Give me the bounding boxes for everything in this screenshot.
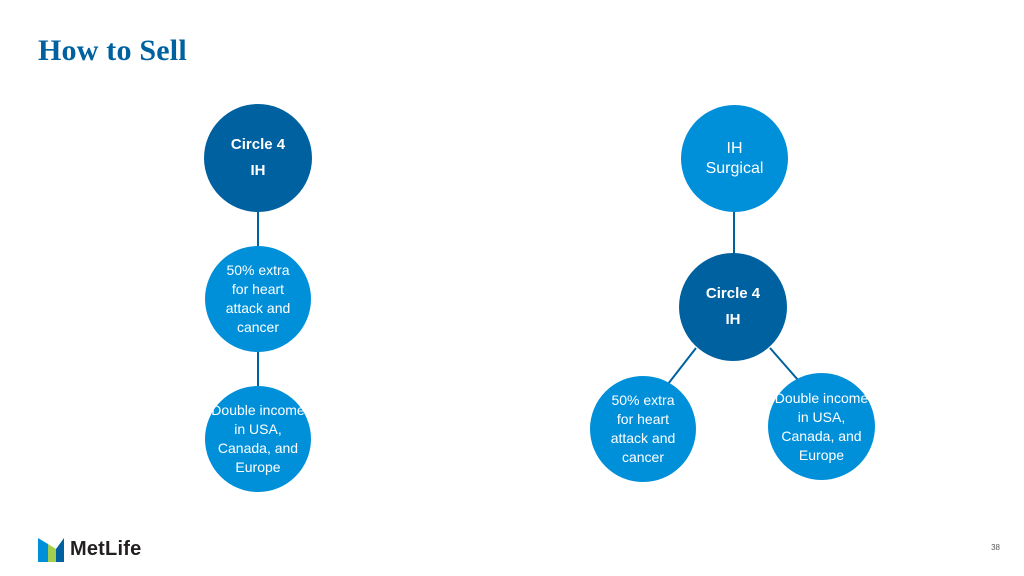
node-label: Circle 4 [705, 285, 761, 302]
node-label: Double income in USA, Canada, and Europe [211, 402, 305, 475]
left-node-extra-benefit: 50% extra for heart attack and cancer [205, 246, 311, 352]
page-number: 38 [991, 543, 1000, 552]
right-node-extra-benefit: 50% extra for heart attack and cancer [590, 376, 696, 482]
node-label: IH [250, 162, 266, 179]
connector-right-center-bottom-right [769, 347, 799, 381]
page-title: How to Sell [38, 34, 187, 67]
node-label: Double income in USA, Canada, and Europe [774, 389, 869, 463]
node-label: 50% extra for heart attack and cancer [225, 262, 291, 335]
brand-name: MetLife [70, 537, 142, 560]
node-label: IH [726, 139, 743, 157]
connector-right-center-bottom-left [667, 347, 697, 385]
node-label: IH [725, 311, 741, 328]
right-node-double-income: Double income in USA, Canada, and Europe [768, 373, 875, 480]
metlife-logo: MetLife [38, 536, 141, 562]
right-node-ih-surgical: IH Surgical [681, 105, 788, 212]
node-label: Circle 4 [230, 136, 286, 153]
node-label: Surgical [705, 159, 764, 177]
metlife-logo-icon [38, 538, 64, 562]
node-label: 50% extra for heart attack and cancer [610, 392, 676, 465]
left-node-circle4-ih: Circle 4 IH [204, 104, 312, 212]
left-node-double-income: Double income in USA, Canada, and Europe [205, 386, 311, 492]
right-node-circle4-ih: Circle 4 IH [679, 253, 787, 361]
